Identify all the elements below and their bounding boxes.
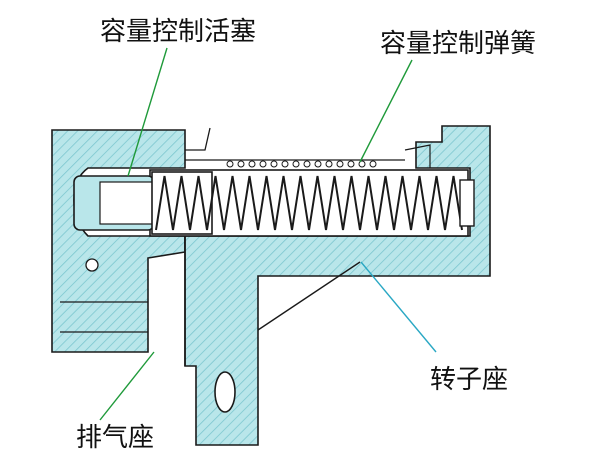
leader-rotor-seat [360, 261, 437, 353]
passage-ball [314, 160, 322, 168]
passage-ball [369, 160, 377, 168]
passage-ball [292, 160, 300, 168]
passage-ball [237, 160, 245, 168]
end-plug [459, 179, 475, 227]
leader-spring [359, 59, 413, 163]
label-spring: 容量控制弹簧 [380, 29, 536, 59]
passage-ball [303, 160, 311, 168]
oil-passage [185, 127, 431, 168]
label-rotor-seat: 转子座 [430, 365, 508, 395]
passage-ball [259, 160, 267, 168]
passage-ball [358, 160, 366, 168]
passage-ball [226, 160, 234, 168]
leader-exhaust-seat [99, 351, 155, 421]
bolt-hole-icon [85, 258, 99, 272]
leader-piston [127, 47, 168, 177]
passage-ball [248, 160, 256, 168]
oval-slot-icon [214, 371, 236, 413]
passage-ball [270, 160, 278, 168]
passage-ball [336, 160, 344, 168]
rotor-seat-body [184, 125, 491, 446]
label-piston: 容量控制活塞 [100, 17, 256, 47]
passage-ball [281, 160, 289, 168]
passage-ball [347, 160, 355, 168]
passage-ball [325, 160, 333, 168]
label-exhaust-seat: 排气座 [76, 423, 154, 453]
capacity-control-spring [155, 160, 463, 231]
exhaust-seat-body [51, 129, 186, 353]
